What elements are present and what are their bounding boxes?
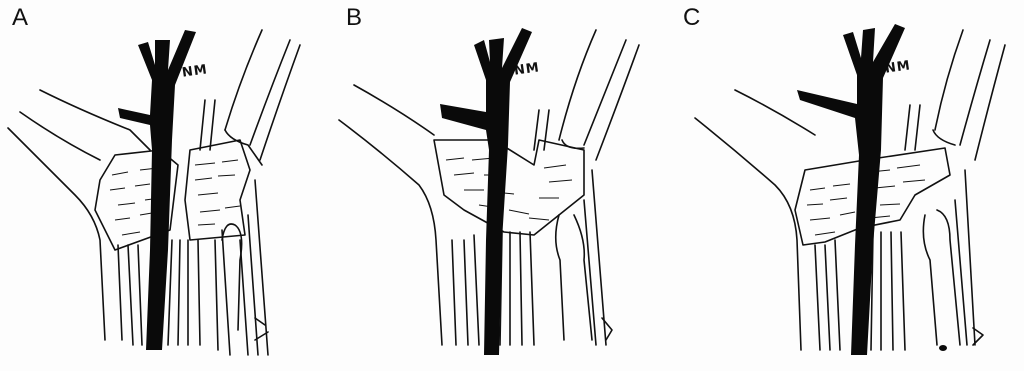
tendon-line xyxy=(965,170,975,345)
tendon-line xyxy=(255,180,268,355)
tendon-line xyxy=(215,240,218,350)
tendon-line xyxy=(901,232,905,350)
outline-curve xyxy=(975,45,1005,160)
ligament-flap-right xyxy=(185,140,250,240)
tendon-line xyxy=(178,240,180,345)
panel-b: B NM xyxy=(334,0,675,371)
tendon-line xyxy=(915,105,920,150)
outline-curve xyxy=(584,40,626,145)
tendon-line xyxy=(452,240,456,345)
tendon-line xyxy=(168,240,172,345)
bone-end xyxy=(225,130,262,165)
bone-end xyxy=(933,130,955,145)
outline-curve xyxy=(8,128,105,340)
bone-end xyxy=(556,215,564,340)
tendon-line xyxy=(474,235,479,345)
tendon-line xyxy=(905,105,910,150)
tendon-line xyxy=(464,240,468,345)
tendon-line xyxy=(825,245,830,350)
panel-b-drawing xyxy=(334,0,675,371)
median-nerve xyxy=(118,30,196,350)
tendon-line xyxy=(955,200,967,345)
tendon-line xyxy=(128,245,133,345)
tendon-line xyxy=(198,240,200,345)
tendon-line xyxy=(891,232,893,350)
panel-c: C NM xyxy=(675,0,1016,371)
panel-c-drawing xyxy=(675,0,1016,371)
outline-curve xyxy=(225,30,262,130)
tendon-line xyxy=(118,245,122,340)
panel-a: A NM xyxy=(0,0,341,371)
outline-curve xyxy=(354,85,434,135)
bone-end xyxy=(937,210,960,345)
outline-curve xyxy=(935,30,963,130)
tendon-line xyxy=(248,215,258,355)
tendon-line xyxy=(222,230,230,355)
tendon-line xyxy=(815,245,820,350)
tendon-line xyxy=(210,100,215,150)
panel-a-drawing xyxy=(0,0,341,371)
tendon-line xyxy=(530,232,534,345)
tendon-line xyxy=(544,110,549,150)
ligament-flap-z xyxy=(434,140,584,235)
tendon-line xyxy=(200,100,205,150)
bone-end xyxy=(923,215,937,345)
bone-end xyxy=(574,215,592,340)
outline-curve xyxy=(339,120,442,345)
tendon-line xyxy=(138,245,142,345)
outline-curve xyxy=(559,30,596,140)
outline-curve xyxy=(695,118,801,350)
outline-curve xyxy=(960,40,990,145)
tendon-line xyxy=(520,232,522,345)
tendon-line xyxy=(835,240,840,350)
